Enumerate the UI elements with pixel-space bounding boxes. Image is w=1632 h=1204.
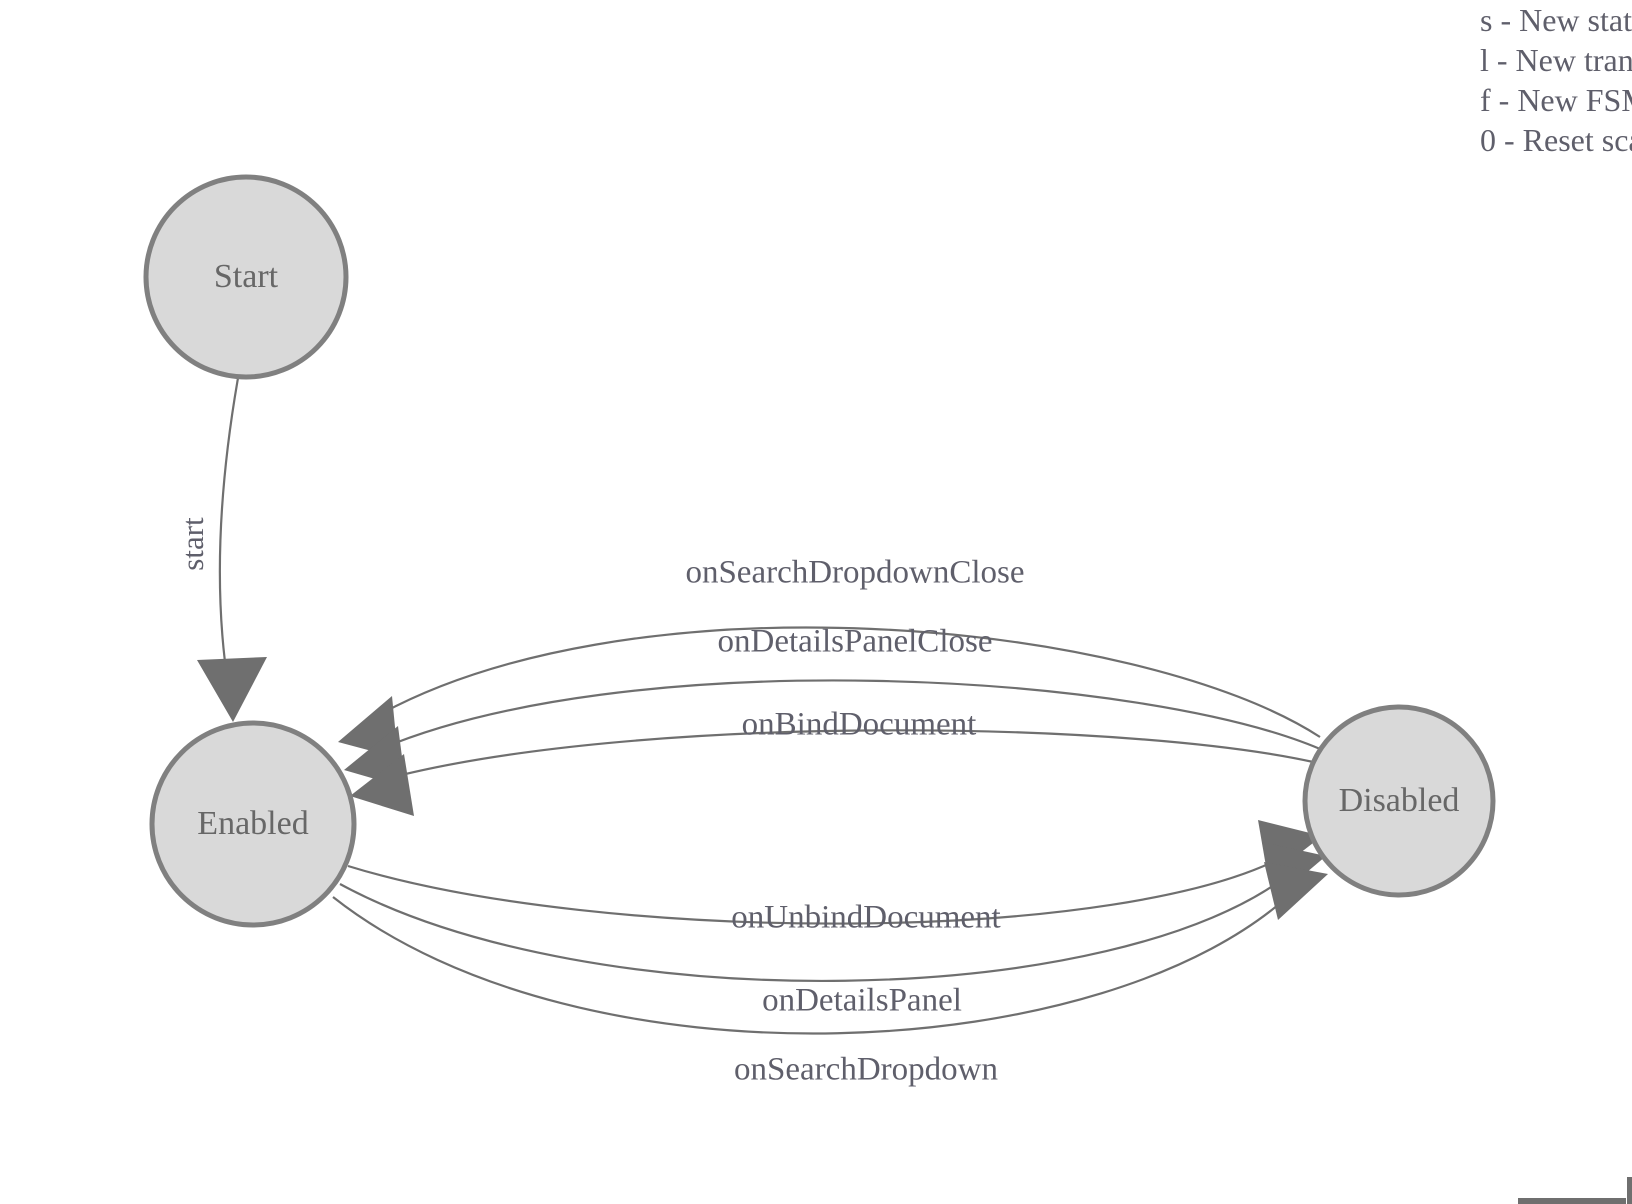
state-node-disabled-label: Disabled — [1339, 782, 1460, 819]
transition-onsearchdropdown[interactable] — [332, 862, 1328, 1035]
transition-label-ondetailspanelclose: onDetailsPanelClose — [718, 624, 993, 660]
edge-label-group: start onSearchDropdownClose onDetailsPan… — [175, 517, 1024, 1088]
transition-onsearchdropdown-arrowhead — [1264, 862, 1328, 920]
state-node-disabled-circle[interactable] — [1302, 704, 1496, 898]
horizontal-scrollbar-thumb[interactable] — [1518, 1198, 1626, 1204]
transition-label-onunbinddocument: onUnbindDocument — [731, 900, 1000, 936]
transition-start-arrowhead — [197, 657, 267, 722]
transition-start-path[interactable] — [218, 377, 240, 685]
transition-onsearchdropdownclose-path[interactable] — [362, 626, 1321, 738]
transition-label-onsearchdropdown: onSearchDropdown — [734, 1052, 998, 1088]
transition-onbinddocument-arrowhead — [350, 754, 414, 816]
state-node-start-label: Start — [214, 258, 279, 295]
state-node-disabled[interactable]: Disabled — [1302, 704, 1496, 898]
vertical-scrollbar-thumb[interactable] — [1627, 1177, 1632, 1204]
transition-start[interactable] — [197, 377, 267, 722]
transition-onsearchdropdown-path[interactable] — [332, 888, 1297, 1035]
transition-ondetailspanel-path[interactable] — [339, 871, 1293, 983]
state-node-enabled[interactable]: Enabled — [149, 720, 357, 928]
state-node-enabled-label: Enabled — [197, 805, 308, 842]
state-node-enabled-circle[interactable] — [149, 720, 357, 928]
scrollbar-corner[interactable] — [1480, 1177, 1632, 1204]
edge-group — [197, 377, 1331, 1035]
transition-onbinddocument-path[interactable] — [377, 729, 1331, 783]
transition-onunbinddocument-path[interactable] — [347, 851, 1293, 925]
node-group: Start Enabled Disabled — [143, 174, 1496, 928]
state-node-start[interactable]: Start — [143, 174, 349, 380]
transition-onbinddocument[interactable] — [350, 729, 1331, 816]
transition-ondetailspanelclose-path[interactable] — [370, 679, 1328, 755]
transition-label-onsearchdropdownclose: onSearchDropdownClose — [685, 555, 1024, 591]
state-node-start-circle[interactable] — [143, 174, 349, 380]
transition-label-onbinddocument: onBindDocument — [742, 707, 977, 743]
transition-label-start: start — [175, 517, 210, 571]
transition-label-ondetailspanel: onDetailsPanel — [762, 983, 962, 1019]
